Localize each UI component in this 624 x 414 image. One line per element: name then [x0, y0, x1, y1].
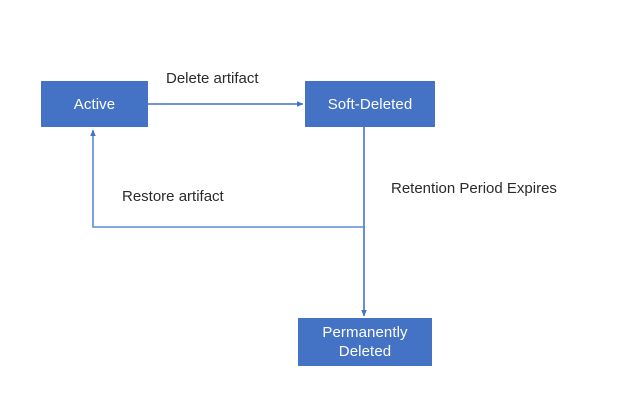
edge-label-delete-artifact: Delete artifact	[166, 70, 259, 87]
edge-label-restore-artifact: Restore artifact	[122, 188, 224, 205]
state-node-active-label: Active	[73, 95, 116, 113]
state-node-active[interactable]: Active	[41, 81, 148, 127]
state-node-soft-deleted-label: Soft-Deleted	[327, 95, 413, 113]
state-node-permanently-deleted-label: Permanently Deleted	[322, 324, 408, 360]
state-node-permanently-deleted[interactable]: Permanently Deleted	[298, 318, 432, 366]
edge-label-retention-period-expires: Retention Period Expires	[391, 180, 557, 197]
state-node-soft-deleted[interactable]: Soft-Deleted	[305, 81, 435, 127]
edge-restore-artifact-line	[90, 129, 364, 228]
